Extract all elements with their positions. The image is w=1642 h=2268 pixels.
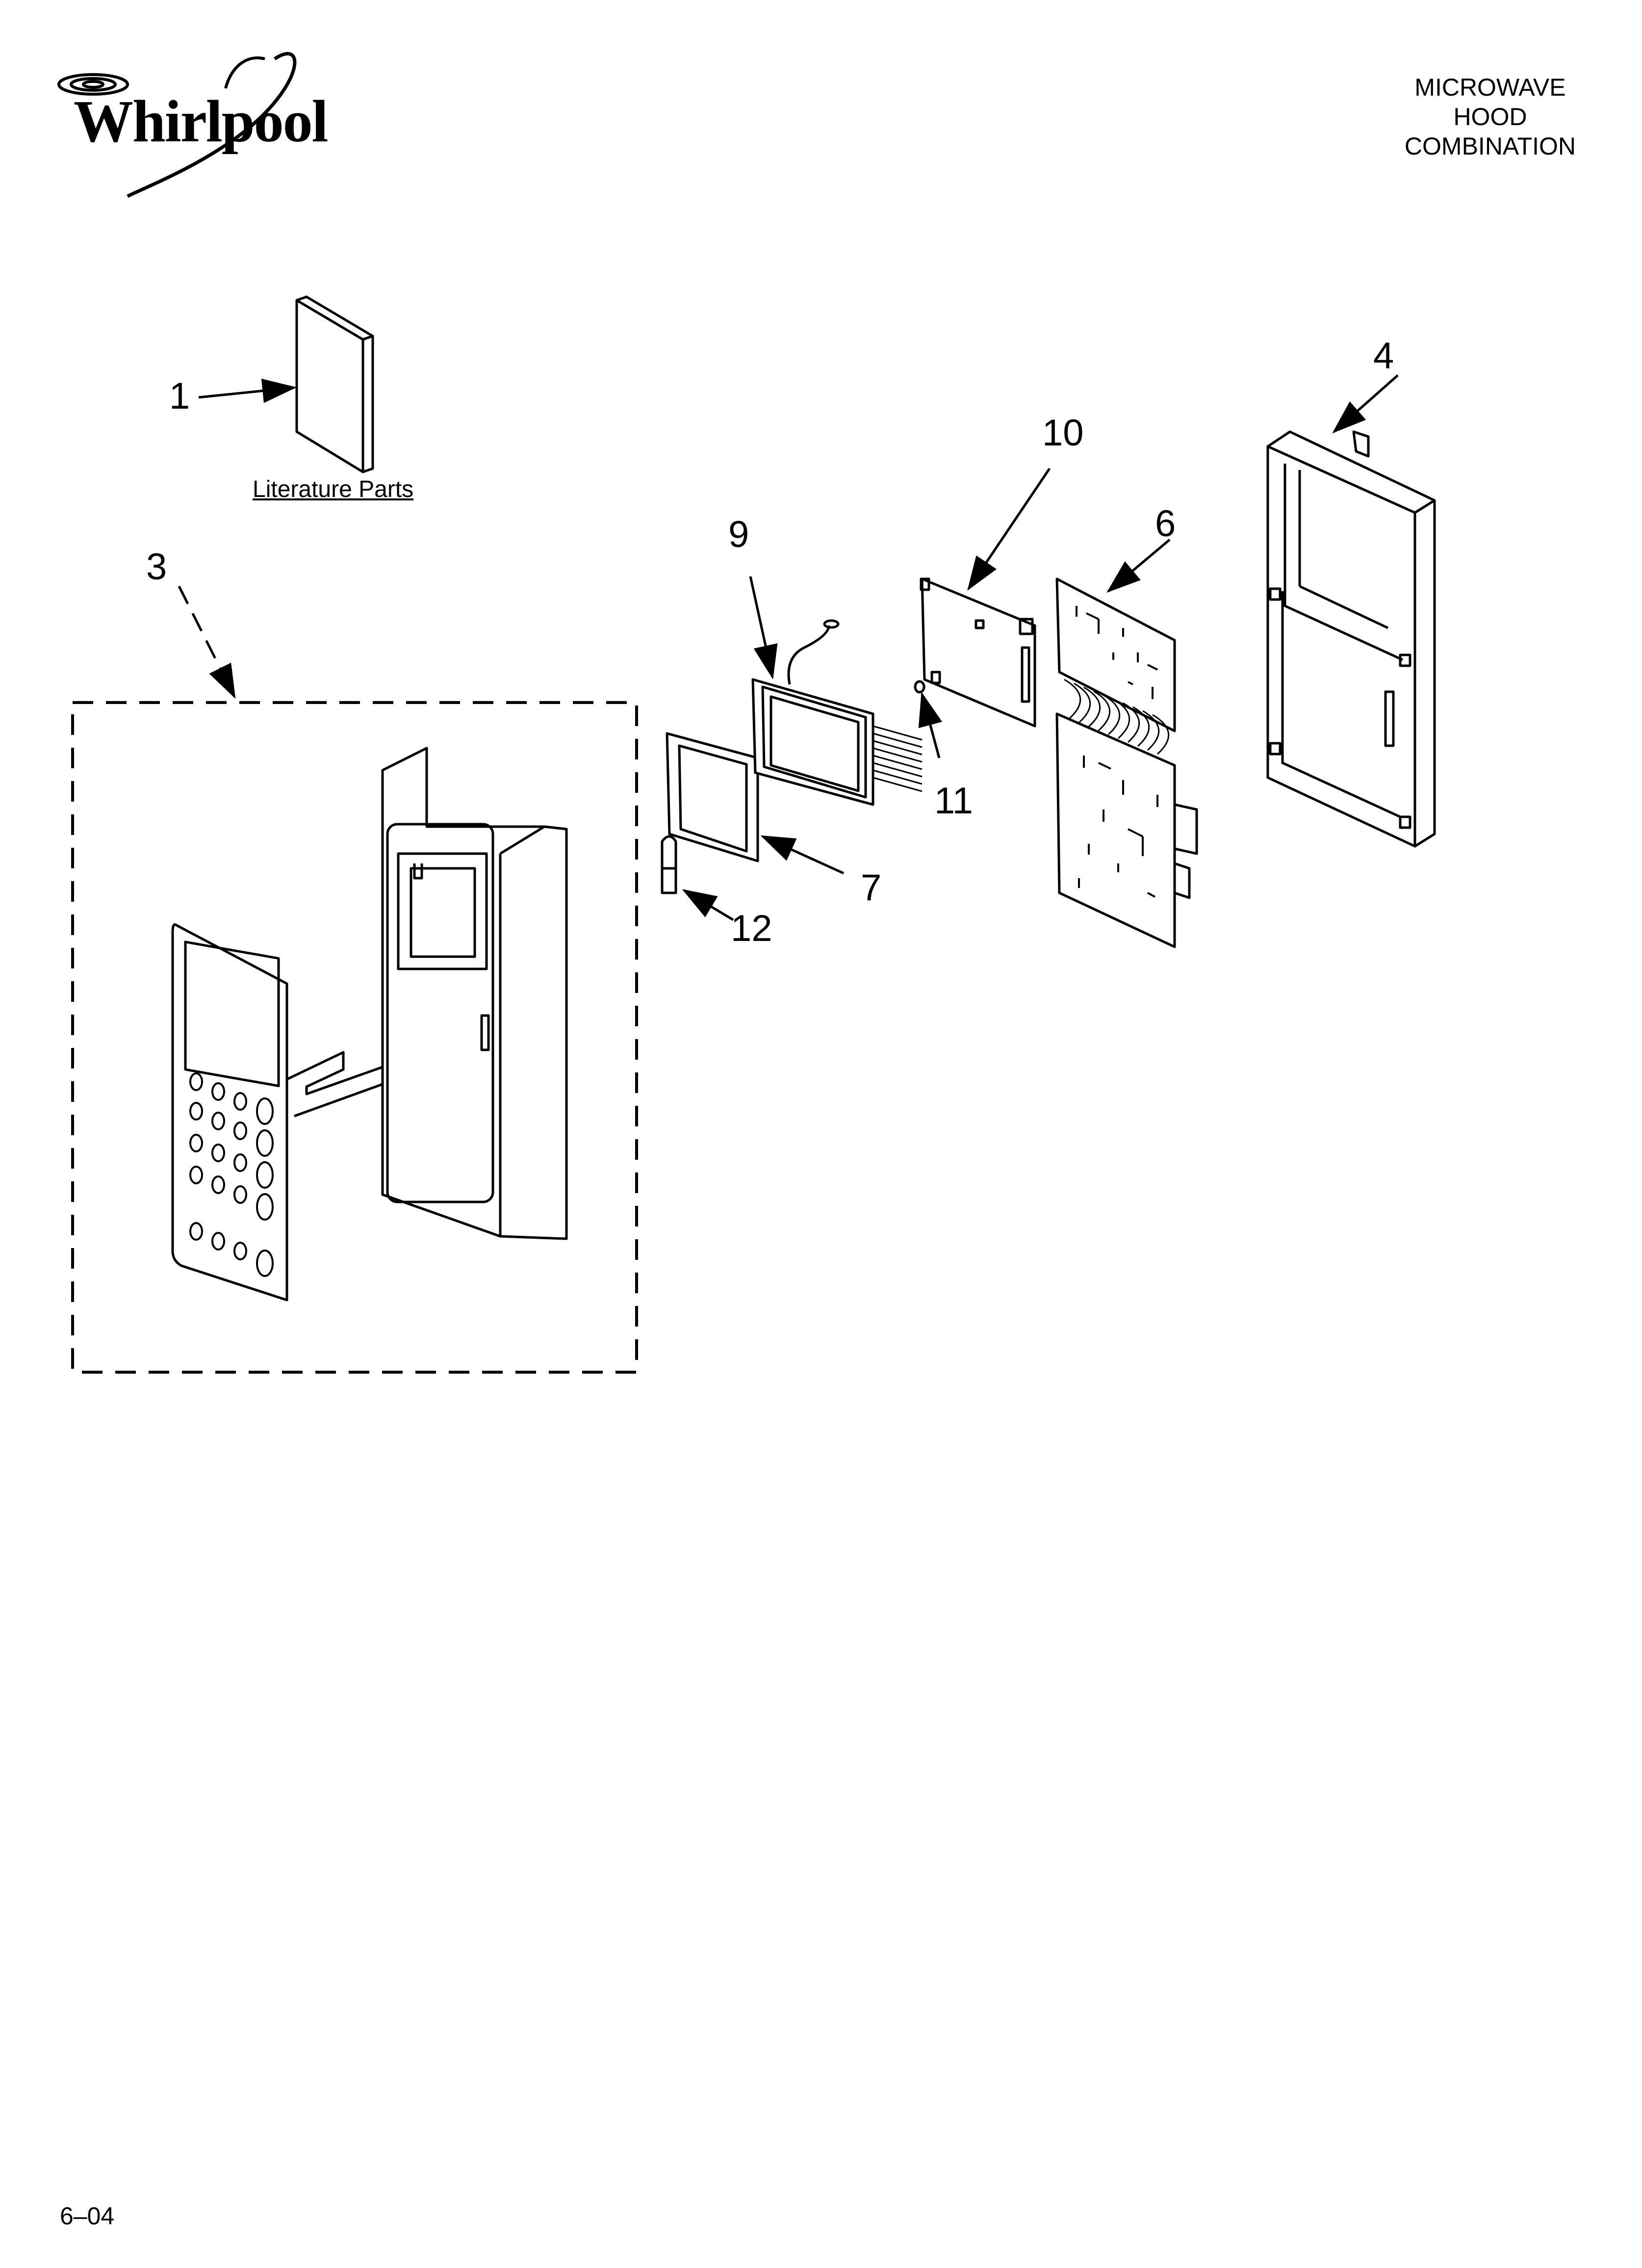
assembly-3-dashed-box	[71, 701, 638, 1374]
leader-4	[1332, 374, 1399, 434]
literature-parts-label: Literature Parts	[253, 476, 414, 502]
callout-1: 1	[169, 375, 190, 417]
title-line-3: COMBINATION	[1404, 132, 1576, 160]
callout-12: 12	[731, 908, 772, 949]
page-code: 6–04	[60, 2202, 115, 2230]
display-gasket	[666, 732, 759, 862]
back-housing	[1266, 430, 1436, 848]
keypad-membrane	[171, 923, 384, 1302]
leader-1	[198, 378, 297, 403]
callout-7: 7	[861, 867, 882, 909]
leader-3	[178, 585, 236, 699]
title-line-2: HOOD	[1453, 103, 1527, 130]
callout-4: 4	[1373, 335, 1394, 377]
callout-10: 10	[1042, 412, 1084, 454]
leader-9	[749, 576, 778, 679]
control-board-upper	[1055, 577, 1176, 732]
callout-11: 11	[934, 780, 973, 822]
leader-6	[1106, 539, 1171, 593]
callout-3: 3	[146, 546, 167, 588]
leader-12	[682, 889, 734, 921]
page-title: MICROWAVE HOOD COMBINATION	[1405, 73, 1576, 161]
title-line-1: MICROWAVE	[1414, 74, 1566, 101]
literature-book	[295, 295, 374, 473]
leader-11	[918, 692, 943, 758]
brand-logo-text: Whirlpool	[74, 88, 329, 155]
screw-part	[914, 680, 925, 694]
control-board-lower	[1055, 712, 1198, 948]
callout-6: 6	[1155, 503, 1176, 545]
keypad-buttons	[189, 1072, 274, 1277]
control-panel-frame	[381, 747, 568, 1240]
ribbon-cable	[1064, 678, 1170, 755]
clip-part	[661, 835, 677, 894]
leader-10	[967, 468, 1051, 591]
board-bracket	[920, 577, 1036, 728]
callout-9: 9	[728, 514, 749, 555]
display-module	[751, 619, 923, 806]
leader-7	[760, 835, 845, 875]
